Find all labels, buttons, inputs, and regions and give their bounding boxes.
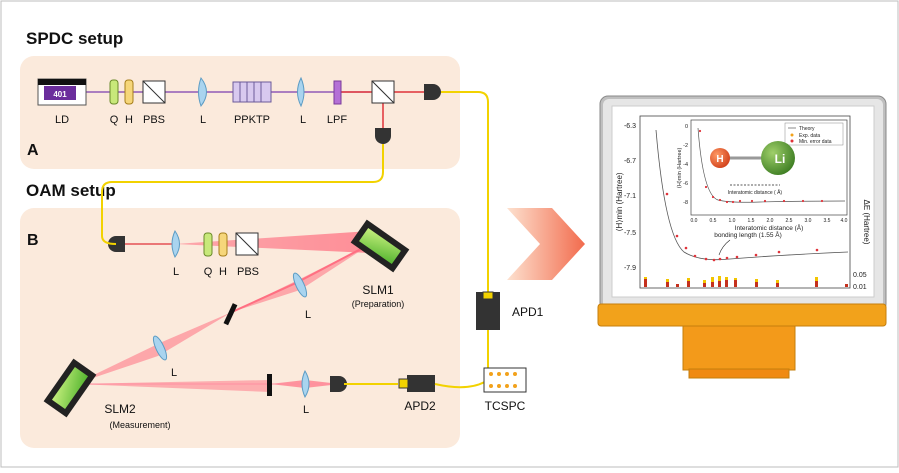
fiber-coupler-right — [424, 84, 441, 100]
oam-lens-1-label: L — [173, 266, 179, 278]
left-axis-label: ⟨H⟩min (Hartree) — [615, 172, 624, 231]
oam-q-waveplate — [203, 232, 213, 257]
fibers — [101, 91, 489, 389]
inset-xlabel: Interatomic distance (Å) — [735, 223, 804, 232]
slm2-device — [43, 358, 97, 418]
oam-input-coupler — [108, 236, 125, 252]
right-axis-label: ΔE (Hartree) — [862, 200, 871, 245]
oam-pbs-cube — [235, 232, 259, 256]
inset-xtick-4: 1.5 — [748, 218, 755, 224]
slm1-device — [350, 219, 410, 273]
ld-label: LD — [55, 114, 69, 126]
slm2-sub-label: (Measurement) — [109, 420, 170, 430]
inset-xtick-3: 1.0 — [729, 218, 736, 224]
lithium-label: Li — [775, 152, 786, 166]
inset-xtick-6: 2.5 — [786, 218, 793, 224]
error-bars — [644, 276, 848, 287]
hydrogen-atom — [710, 148, 730, 168]
right-tick-2: 0.01 — [853, 284, 867, 291]
inset-ytick-4: -6 — [683, 181, 688, 187]
inset-ytick-2: -2 — [683, 143, 688, 149]
oam-aperture-1 — [223, 303, 238, 326]
spdc-panel — [20, 56, 460, 169]
oam-h-label: H — [219, 266, 227, 278]
inset-xtick-1: 0.0 — [691, 218, 698, 224]
oam-panel — [20, 208, 460, 448]
oam-pbs-label: PBS — [237, 266, 259, 278]
legend-exp: Exp. data — [799, 133, 820, 139]
monitor-chart: -6.3 -6.7 -7.1 -7.5 -7.9 ⟨H⟩min (Hartree… — [615, 115, 871, 291]
oam-lens-3 — [152, 335, 168, 361]
oam-lens-1 — [171, 229, 180, 259]
left-tick-3: -7.1 — [624, 193, 636, 200]
inset-xtick-8: 3.5 — [824, 218, 831, 224]
h-waveplate — [124, 79, 134, 105]
slm1-label: SLM1 — [362, 283, 394, 297]
h-label: H — [125, 114, 133, 126]
legend-theory: Theory — [799, 126, 815, 132]
apd1-label: APD1 — [512, 305, 544, 319]
spdc-title: SPDC setup — [26, 29, 123, 48]
lens-1-label: L — [200, 114, 206, 126]
oam-lens-2-label: L — [305, 309, 311, 321]
inset-ytick-1: 0 — [685, 124, 688, 130]
lpf-filter — [333, 80, 342, 105]
bond-length-label: bonding length (1.55 Å) — [714, 230, 782, 239]
oam-h-waveplate — [218, 232, 228, 257]
left-tick-1: -6.3 — [624, 123, 636, 130]
slm1-sub-label: (Preparation) — [352, 299, 405, 309]
lens-2 — [297, 76, 305, 108]
lens-2-label: L — [300, 114, 306, 126]
pbs-label: PBS — [143, 114, 165, 126]
pbs-cube — [142, 80, 166, 104]
inset-ylabel: ⟨H⟩min (Hartree) — [676, 148, 683, 189]
slm2-label: SLM2 — [104, 402, 136, 416]
apd1-detector — [476, 291, 500, 330]
inset-chart: 0 -2 -4 -6 -8 ⟨H⟩min (Hartree) 0.0 0.5 1… — [676, 119, 848, 232]
oam-title: OAM setup — [26, 181, 116, 200]
oam-lens-2 — [292, 272, 308, 298]
oam-lens-4 — [301, 369, 310, 399]
tcspc-module — [483, 367, 527, 393]
inset-xtick-2: 0.5 — [710, 218, 717, 224]
apd2-label: APD2 — [404, 399, 436, 413]
ld-badge: 401 — [53, 90, 67, 99]
hydrogen-label: H — [716, 154, 723, 165]
ppktp-crystal — [232, 81, 272, 103]
oam-q-label: Q — [204, 266, 213, 278]
inset-xtick-7: 3.0 — [805, 218, 812, 224]
tcspc-label: TCSPC — [485, 399, 526, 413]
inset-xtick-5: 2.0 — [767, 218, 774, 224]
inset-arrow-label: Interatomic distance ( Å) — [728, 189, 783, 196]
fiber-coupler-down — [375, 128, 391, 144]
inset-ytick-3: -4 — [683, 162, 688, 168]
left-tick-2: -6.7 — [624, 158, 636, 165]
left-tick-5: -7.9 — [624, 265, 636, 272]
lithium-atom — [761, 141, 795, 175]
oam-aperture-2 — [267, 374, 272, 396]
lens-1 — [198, 76, 207, 108]
left-tick-4: -7.5 — [624, 230, 636, 237]
q-waveplate — [109, 79, 119, 105]
spdc-splitter — [371, 80, 395, 104]
laser-diode: 401 — [37, 78, 87, 106]
q-label: Q — [110, 114, 119, 126]
panel-a-label: A — [27, 142, 39, 159]
right-tick-1: 0.05 — [853, 272, 867, 279]
ppktp-label: PPKTP — [234, 114, 270, 126]
apd2-detector — [398, 375, 435, 392]
lpf-label: LPF — [327, 114, 347, 126]
oam-lens-3-label: L — [171, 367, 177, 379]
panel-b-label: B — [27, 232, 39, 249]
oam-output-coupler — [330, 376, 347, 392]
flow-arrow — [507, 208, 585, 280]
oam-lens-4-label: L — [303, 404, 309, 416]
inset-xtick-9: 4.0 — [841, 218, 848, 224]
inset-ytick-5: -8 — [683, 200, 688, 206]
legend-min-error: Min. error data — [799, 139, 832, 145]
oam-beams — [75, 231, 375, 392]
